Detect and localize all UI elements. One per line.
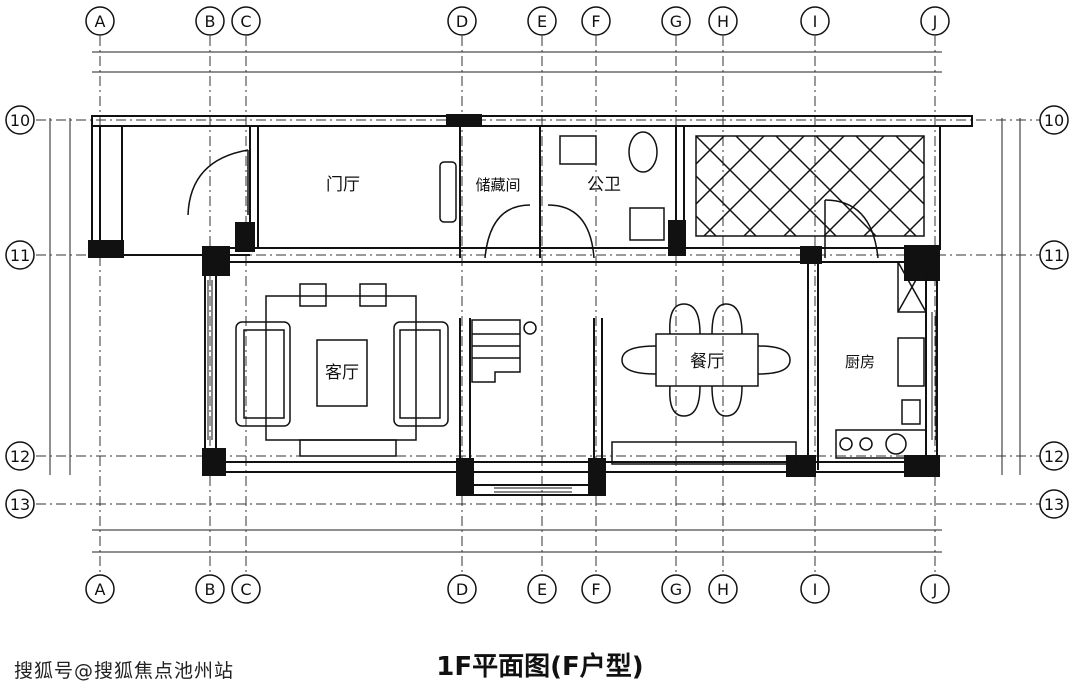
axis-label: 11 xyxy=(10,246,30,265)
doors xyxy=(187,149,879,259)
axis-bubble-top-E: E xyxy=(527,6,557,36)
axis-label: 13 xyxy=(1044,495,1064,514)
axis-bubble-left-10: 10 xyxy=(5,105,35,135)
axis-bubble-right-11: 11 xyxy=(1039,240,1069,270)
axis-bubble-bottom-I: I xyxy=(800,574,830,604)
room-label-kitchen: 厨房 xyxy=(845,353,875,371)
axis-label: I xyxy=(813,580,818,599)
axis-bubble-bottom-G: G xyxy=(661,574,691,604)
structural-columns xyxy=(88,114,940,496)
windows xyxy=(207,280,937,493)
axis-label: 11 xyxy=(1044,246,1064,265)
axis-label: E xyxy=(537,12,547,31)
axis-label: 12 xyxy=(1044,447,1064,466)
axis-bubble-bottom-D: D xyxy=(447,574,477,604)
axis-bubble-left-13: 13 xyxy=(5,489,35,519)
axis-label: B xyxy=(205,12,216,31)
axis-bubble-top-I: I xyxy=(800,6,830,36)
axis-bubble-bottom-E: E xyxy=(527,574,557,604)
axis-bubble-bottom-B: B xyxy=(195,574,225,604)
room-label-living: 客厅 xyxy=(325,363,359,383)
axis-bubble-right-13: 13 xyxy=(1039,489,1069,519)
room-label-bathroom: 公卫 xyxy=(587,175,621,195)
axis-bubble-bottom-C: C xyxy=(231,574,261,604)
axis-label: D xyxy=(456,580,468,599)
axis-label: F xyxy=(591,580,600,599)
room-label-dining: 餐厅 xyxy=(690,352,724,372)
axis-bubble-top-F: F xyxy=(581,6,611,36)
axis-bubble-bottom-J: J xyxy=(920,574,950,604)
axis-bubble-bottom-F: F xyxy=(581,574,611,604)
axis-bubble-left-11: 11 xyxy=(5,240,35,270)
axis-bubble-right-12: 12 xyxy=(1039,441,1069,471)
axis-bubble-bottom-A: A xyxy=(85,574,115,604)
axis-label: D xyxy=(456,12,468,31)
axis-bubble-top-A: A xyxy=(85,6,115,36)
axis-bubbles: A A B B C C D D E E F F G G H H I I J J 10 10 11 11 12 12 13 13 xyxy=(5,6,1069,604)
room-label-storage: 储藏间 xyxy=(475,176,520,194)
axis-label: 13 xyxy=(10,495,30,514)
axis-label: 10 xyxy=(1044,111,1064,130)
furniture xyxy=(235,131,927,465)
axis-bubble-top-C: C xyxy=(231,6,261,36)
room-labels: 门厅 储藏间 公卫 客厅 餐厅 厨房 xyxy=(325,175,875,383)
room-label-foyer: 门厅 xyxy=(326,175,360,195)
axis-label: G xyxy=(670,580,682,599)
watermark-text: 搜狐号@搜狐焦点池州站 xyxy=(14,660,235,682)
axis-label: I xyxy=(813,12,818,31)
axis-bubble-right-10: 10 xyxy=(1039,105,1069,135)
axis-label: F xyxy=(591,12,600,31)
axis-label: 12 xyxy=(10,447,30,466)
axis-label: A xyxy=(95,580,106,599)
axis-bubble-top-B: B xyxy=(195,6,225,36)
axis-label: E xyxy=(537,580,547,599)
lattice-screen xyxy=(695,135,925,237)
axis-bubble-top-G: G xyxy=(661,6,691,36)
axis-label: H xyxy=(717,580,729,599)
axis-label: A xyxy=(95,12,106,31)
walls xyxy=(91,115,973,496)
axis-label: J xyxy=(932,580,938,599)
drawing-title: 1F平面图(F户型) xyxy=(436,652,644,682)
axis-bubble-bottom-H: H xyxy=(708,574,738,604)
axis-bubble-top-H: H xyxy=(708,6,738,36)
axis-bubble-top-J: J xyxy=(920,6,950,36)
axis-label: C xyxy=(240,580,251,599)
axis-label: H xyxy=(717,12,729,31)
axis-label: C xyxy=(240,12,251,31)
axis-label: B xyxy=(205,580,216,599)
axis-bubble-top-D: D xyxy=(447,6,477,36)
axis-label: 10 xyxy=(10,111,30,130)
axis-label: J xyxy=(932,12,938,31)
axis-label: G xyxy=(670,12,682,31)
dimension-lines xyxy=(49,51,1021,553)
axis-bubble-left-12: 12 xyxy=(5,441,35,471)
